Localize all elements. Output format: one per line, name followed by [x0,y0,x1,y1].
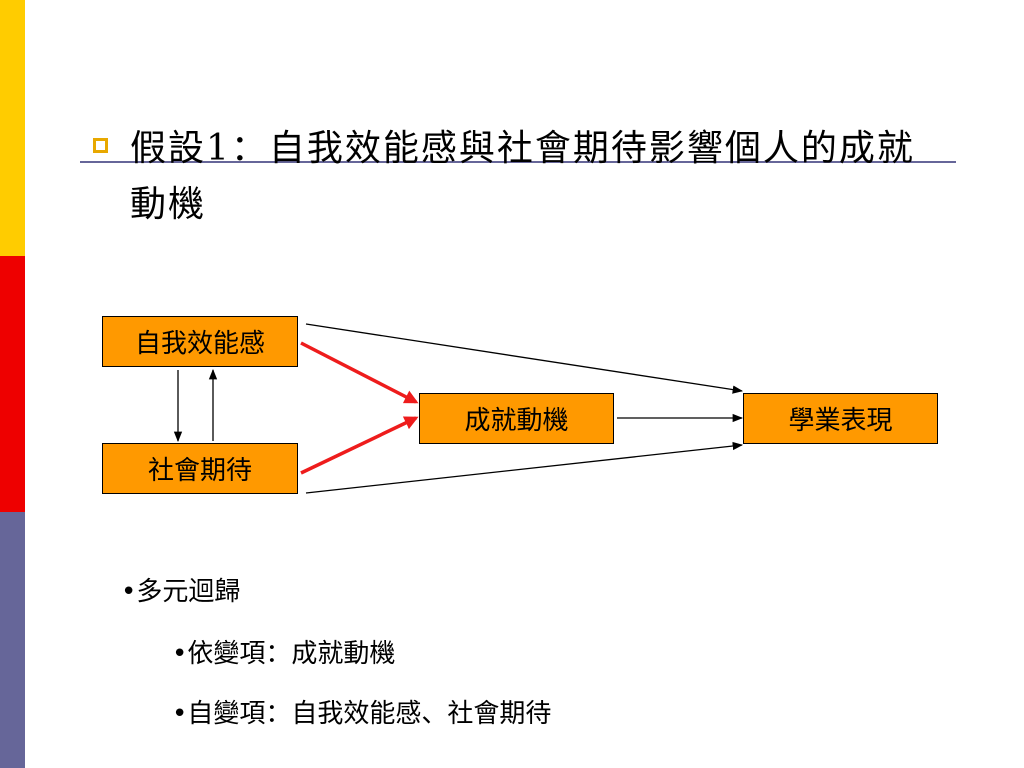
node-academic-performance: 學業表現 [743,393,938,444]
note-independent-variables: •自變項：自我效能感、社會期待 [172,699,552,729]
node-achievement-motivation: 成就動機 [419,393,614,444]
title-underline [80,161,956,163]
note-method: •多元迴歸 [121,577,241,607]
accent-bar-red [0,256,25,512]
arrow-self-efficacy-to-motivation [300,341,419,404]
note-dependent-variable: •依變項：成就動機 [172,639,396,669]
node-self-efficacy: 自我效能感 [102,316,298,367]
node-social-expectation: 社會期待 [102,443,298,494]
accent-bar-purple [0,512,25,768]
arrow-self-efficacy-to-performance [305,323,744,394]
arrow-social-expectation-to-performance [305,441,744,494]
slide-title: 假設1：自我效能感與社會期待影響個人的成就動機 [130,128,915,225]
arrow-social-expectation-to-motivation [300,416,419,475]
hollow-square-icon [93,138,108,153]
accent-bar-yellow [0,0,25,256]
